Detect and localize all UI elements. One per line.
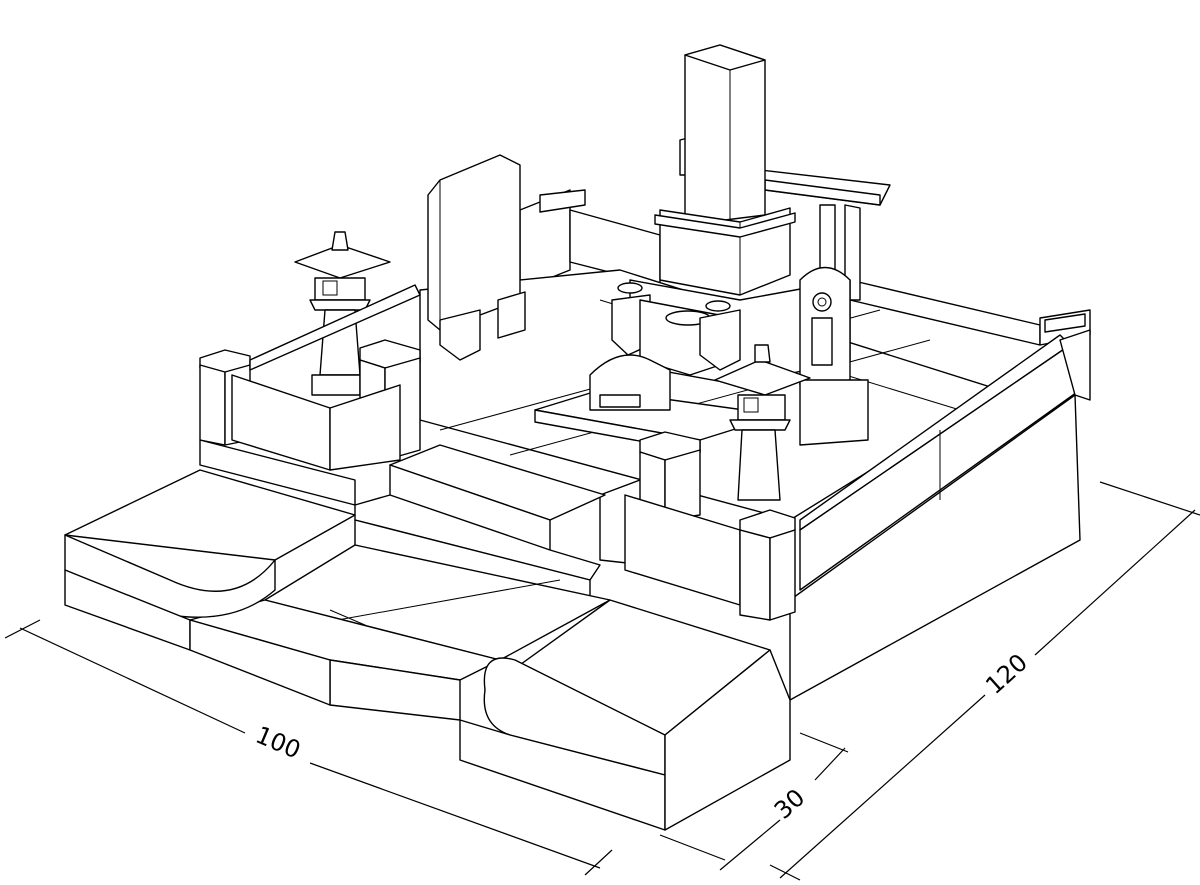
back-right-fence-wall <box>849 279 1091 346</box>
back-left-fence-wall <box>519 189 661 291</box>
right-fence <box>789 329 1091 701</box>
front-right-fence <box>599 431 796 621</box>
left-front-platform <box>64 469 356 706</box>
dimension-step-label: 30 <box>769 783 810 824</box>
dimension-depth-label: 120 <box>980 648 1033 699</box>
left-fence <box>199 284 421 506</box>
right-stone-lantern <box>714 344 811 501</box>
offering-table <box>534 354 781 453</box>
memorial-stele <box>427 154 526 361</box>
entrance-floor <box>189 544 611 721</box>
jizo-statue <box>799 266 869 446</box>
dimension-width-label: 100 <box>252 721 305 765</box>
altar-vases <box>611 282 741 376</box>
right-front-platform <box>459 599 791 831</box>
